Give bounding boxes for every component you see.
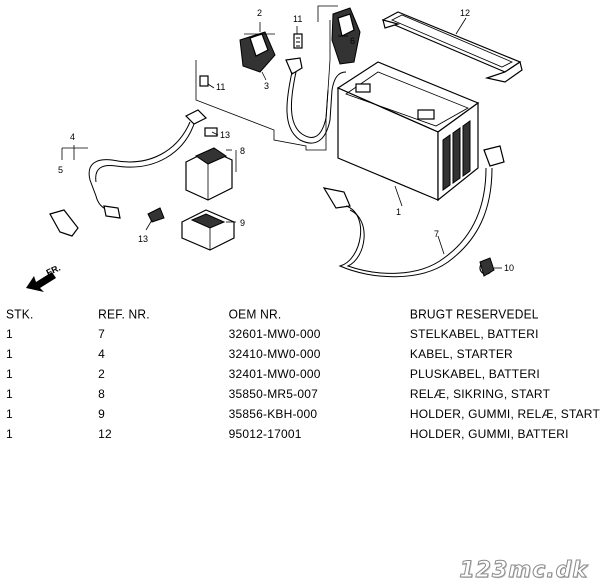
callout-10: 10 — [504, 263, 514, 273]
cell-part-name: KABEL, STARTER — [409, 347, 513, 361]
header-oem-nr: OEM NR. — [228, 306, 282, 322]
callout-9: 9 — [240, 218, 245, 228]
cell-part-name: PLUSKABEL, BATTERI — [409, 367, 540, 381]
callout-11-left: 11 — [216, 82, 225, 92]
cell-ref-nr: 7 — [98, 327, 106, 341]
callout-1: 1 — [396, 207, 401, 217]
callout-8: 8 — [240, 146, 245, 156]
table-row: 1 12 95012-17001 HOLDER, GUMMI, BATTERI — [0, 424, 600, 444]
plus-cable-part — [285, 57, 347, 144]
cell-oem-nr: 32410-MW0-000 — [228, 347, 321, 361]
cell-oem-nr: 35850-MR5-007 — [228, 387, 318, 401]
site-watermark: 123mc.dk — [459, 558, 588, 584]
callout-13-top: 13 — [220, 130, 230, 140]
header-qty: STK. — [6, 306, 34, 322]
cell-part-name: HOLDER, GUMMI, RELÆ, START — [409, 407, 600, 421]
table-row: 1 4 32410-MW0-000 KABEL, STARTER — [0, 344, 600, 364]
callout-7: 7 — [434, 229, 439, 239]
cell-part-name: HOLDER, GUMMI, BATTERI — [409, 427, 569, 441]
table-row: 1 8 35850-MR5-007 RELÆ, SIKRING, START — [0, 384, 600, 404]
parts-diagram: FR. 1 2 3 4 5 6 7 8 9 10 11 11 — [26, 5, 523, 292]
cell-ref-nr: 8 — [98, 387, 106, 401]
cell-ref-nr: 2 — [98, 367, 106, 381]
callout-3: 3 — [264, 81, 269, 91]
cell-part-name: RELÆ, SIKRING, START — [409, 387, 551, 401]
callout-13-bottom: 13 — [138, 234, 148, 244]
cell-part-name: STELKABEL, BATTERI — [409, 327, 539, 341]
cell-ref-nr: 4 — [98, 347, 106, 361]
ground-cable-part — [322, 145, 505, 278]
direction-label: FR. — [45, 263, 62, 278]
cell-ref-nr: 9 — [98, 407, 106, 421]
leader-lines — [61, 5, 502, 269]
battery-part — [336, 61, 480, 202]
cell-oem-nr: 95012-17001 — [228, 427, 302, 441]
starter-cable-part — [49, 109, 208, 237]
cell-qty: 1 — [6, 367, 13, 381]
relay-rubber-holder-part — [181, 209, 235, 251]
clip-part — [147, 207, 165, 223]
callout-11-top: 11 — [293, 14, 302, 24]
callout-5: 5 — [58, 165, 63, 175]
cell-qty: 1 — [6, 427, 13, 441]
cell-oem-nr: 32601-MW0-000 — [228, 327, 321, 341]
terminal-cover-part — [239, 31, 276, 73]
table-header-row: STK. REF. NR. OEM NR. BRUGT RESERVEDEL — [0, 304, 600, 324]
battery-strap-part — [381, 11, 523, 83]
front-direction-arrow: FR. — [26, 263, 62, 292]
cell-qty: 1 — [6, 407, 13, 421]
cell-qty: 1 — [6, 387, 13, 401]
parts-table: STK. REF. NR. OEM NR. BRUGT RESERVEDEL 1… — [0, 304, 600, 444]
cell-oem-nr: 32401-MW0-000 — [228, 367, 321, 381]
table-row: 1 9 35856-KBH-000 HOLDER, GUMMI, RELÆ, S… — [0, 404, 600, 424]
bolt-part — [199, 33, 303, 87]
header-ref-nr: REF. NR. — [98, 306, 150, 322]
callout-labels: 1 2 3 4 5 6 7 8 9 10 11 11 12 13 13 — [58, 8, 514, 273]
header-part-name: BRUGT RESERVEDEL — [409, 306, 539, 322]
callout-12: 12 — [460, 8, 470, 18]
cell-oem-nr: 35856-KBH-000 — [228, 407, 318, 421]
table-row: 1 2 32401-MW0-000 PLUSKABEL, BATTERI — [0, 364, 600, 384]
clamp-part — [479, 257, 495, 277]
table-row: 1 7 32601-MW0-000 STELKABEL, BATTERI — [0, 324, 600, 344]
cell-qty: 1 — [6, 327, 13, 341]
callout-6: 6 — [350, 36, 355, 46]
cell-qty: 1 — [6, 347, 13, 361]
starter-relay-part — [185, 127, 233, 201]
cell-ref-nr: 12 — [98, 427, 112, 441]
callout-2: 2 — [257, 8, 262, 18]
callout-4: 4 — [70, 132, 75, 142]
